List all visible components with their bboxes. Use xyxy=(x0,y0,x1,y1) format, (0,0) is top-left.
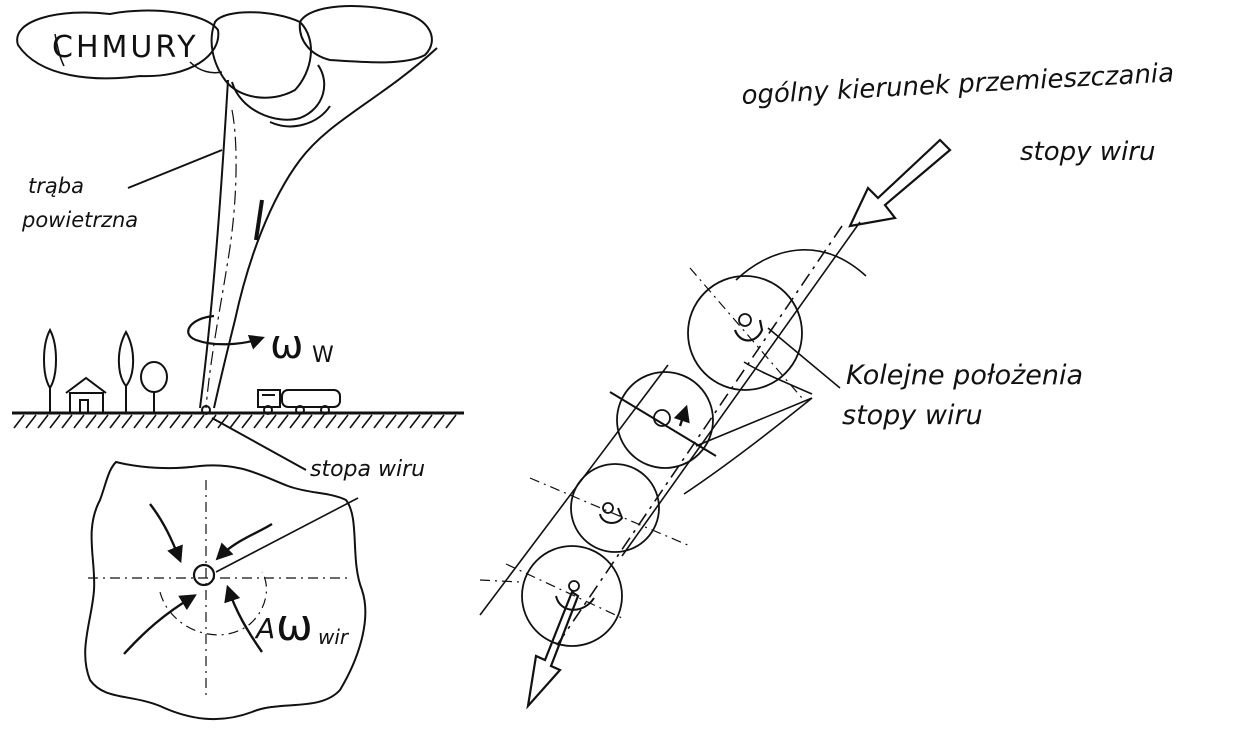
funnel-label-line1: trąba xyxy=(28,174,84,198)
truck xyxy=(258,390,340,414)
omega-wir-label: A ω wir xyxy=(254,600,350,651)
vortex-position-4 xyxy=(480,546,622,646)
house xyxy=(66,378,106,413)
svg-text:ω: ω xyxy=(276,600,313,651)
direction-arrow xyxy=(850,140,950,226)
direction-label-line1: ogólny kierunek przemieszczania xyxy=(741,58,1175,111)
vortex-foot-top-view xyxy=(194,565,214,585)
funnel-label-line2: powietrzna xyxy=(21,208,138,232)
clouds xyxy=(17,6,432,126)
positions-label-line1: Kolejne położenia xyxy=(846,360,1083,391)
svg-text:wir: wir xyxy=(318,625,350,649)
funnel-pointer xyxy=(128,150,222,188)
vortex-position-3 xyxy=(530,464,690,552)
tree-tall-middle xyxy=(119,332,133,413)
ground-patch xyxy=(85,462,365,719)
svg-text:ω: ω xyxy=(270,322,304,368)
tree-round xyxy=(141,362,167,413)
vortex-track xyxy=(480,222,866,648)
positions-pointers xyxy=(684,328,840,494)
inflow-arrows xyxy=(124,504,272,654)
svg-text:W: W xyxy=(312,343,334,368)
ground xyxy=(12,413,464,428)
svg-text:A: A xyxy=(254,612,275,645)
omega-w-label: ω W xyxy=(270,322,334,368)
patch-pointer xyxy=(216,498,358,572)
tree-tall-left xyxy=(44,330,56,413)
clouds-label: CHMURY xyxy=(52,30,199,65)
vortex-position-1 xyxy=(688,268,802,398)
positions-label-line2: stopy wiru xyxy=(842,400,983,431)
direction-label-line2: stopy wiru xyxy=(1020,137,1155,167)
ground-patch-axes xyxy=(88,480,350,700)
vortex-foot-label: stopa wiru xyxy=(310,457,425,482)
funnel-rotation-arrow xyxy=(188,316,262,344)
